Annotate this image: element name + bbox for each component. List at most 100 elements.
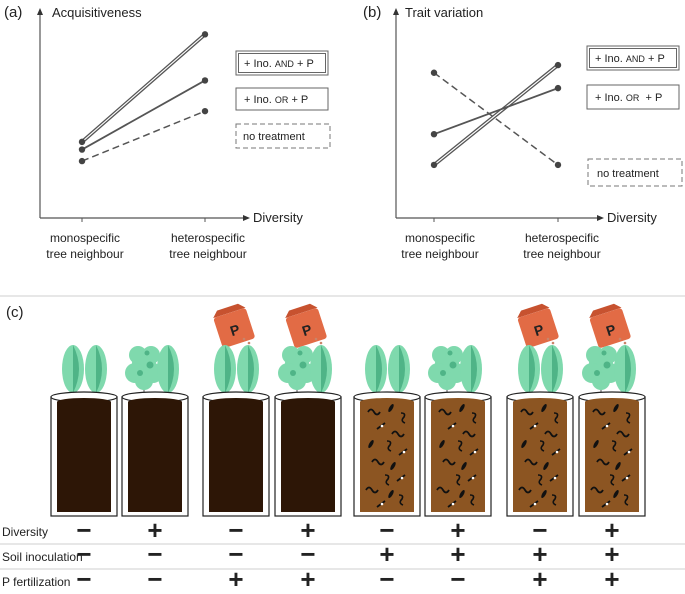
panel-a-series-double-point-hetero [201,31,209,38]
pot-4: P [274,303,342,517]
monospecific-trees [62,345,107,399]
panel-b: (b) Trait variation Diversity monospecif… [363,4,683,261]
heterospecific-trees [278,345,332,399]
panel-a: (a) Acquisitiveness Diversity monospecif… [4,4,331,261]
panel-b-ylabel: Trait variation [405,5,483,20]
sign-p-fertilization-pot-8: + [604,564,619,594]
treatment-table: Diversity Soil inoculation P fertilizati… [0,515,685,594]
panel-a-xlabel: Diversity [253,210,303,225]
panel-a-y-arrow [37,8,43,15]
panel-a-ylabel: Acquisitiveness [52,5,142,20]
panel-b-series-solid-point-mono [430,131,438,138]
panel-b-label: (b) [363,4,381,21]
sign-soil-inoculation-pot-6: + [450,539,465,569]
panel-b-x-arrow [597,215,604,221]
monospecific-trees [518,345,563,399]
panel-b-legend-or-text: + Ino. OR + P [595,92,662,104]
soil-sterile [57,402,111,512]
panel-a-cat-mono-2: tree neighbour [46,247,123,261]
pot-3: P [202,303,270,517]
panel-b-legend: + Ino. AND + P + Ino. OR + P no treatmen… [586,45,683,187]
panel-a-series-double-line [81,32,206,141]
fertilizer-p-box: P [285,303,327,348]
sign-p-fertilization-pot-6: − [450,564,465,594]
heterospecific-trees [125,345,179,399]
panel-a-series-solid-point-hetero [201,77,209,84]
soil-inoculated [360,402,414,512]
panel-a-x-arrow [243,215,250,221]
panel-b-cat-hetero-2: tree neighbour [523,247,600,261]
treatment-signs: −−−+−−−−++−+−+−++−−+++++ [76,515,619,594]
sign-diversity-pot-8: + [604,515,619,545]
panel-b-series-double-line [433,62,559,164]
sign-p-fertilization-pot-2: − [147,564,162,594]
panel-c-label: (c) [6,304,24,321]
panel-b-series-dashed-point-hetero [554,161,562,169]
pot-6 [424,345,492,517]
panel-b-series-solid-line [433,87,559,136]
sign-diversity-pot-2: + [147,515,162,545]
panel-b-xlabel: Diversity [607,210,657,225]
sign-soil-inoculation-pot-4: − [300,539,315,569]
panel-a-series-dashed-line [81,110,206,162]
panel-a-legend-none-box [235,123,331,149]
row-label-diversity: Diversity [2,525,48,539]
panel-b-legend-or-box [586,84,680,110]
heterospecific-trees [582,345,636,399]
panel-a-series-double-point-mono [78,138,86,146]
panel-a-series-dashed-point-mono [78,157,86,165]
panel-a-legend-and-text: + Ino. AND + P [244,58,314,70]
panel-b-cat-mono-2: tree neighbour [401,247,478,261]
soil-sterile [209,402,263,512]
panel-b-series [430,61,562,169]
sign-p-fertilization-pot-1: − [76,564,91,594]
fertilizer-p-box: P [589,303,631,348]
soil-sterile [281,402,335,512]
panel-a-series-dashed-point-hetero [201,107,209,115]
pot-5 [353,345,421,517]
pot-7: P [506,303,574,517]
soil-inoculated [585,402,639,512]
sign-diversity-pot-3: − [228,515,243,545]
row-label-soil-inoculation: Soil inoculation [2,550,83,564]
panel-b-legend-none-text: no treatment [597,168,659,180]
pot-2 [121,345,189,517]
sign-soil-inoculation-pot-1: − [76,539,91,569]
panel-b-legend-and-text: + Ino. AND + P [595,53,665,65]
panel-a-legend-none-text: no treatment [243,131,305,143]
panel-b-y-arrow [393,8,399,15]
sign-diversity-pot-7: − [532,515,547,545]
monospecific-trees [365,345,410,399]
panel-a-legend: + Ino. AND + P + Ino. OR + P no treatmen… [235,50,331,149]
sign-diversity-pot-1: − [76,515,91,545]
sign-soil-inoculation-pot-8: + [604,539,619,569]
panel-a-label: (a) [4,4,22,21]
sign-p-fertilization-pot-4: + [300,564,315,594]
panel-b-cat-hetero-1: heterospecific [525,231,599,245]
sign-diversity-pot-4: + [300,515,315,545]
soil-sterile [128,402,182,512]
monospecific-trees [214,345,259,399]
panel-a-series-double-line-inner [81,35,206,144]
panel-b-legend-none-box [587,158,683,187]
sign-p-fertilization-pot-3: + [228,564,243,594]
sign-p-fertilization-pot-5: − [379,564,394,594]
panel-a-legend-or-text: + Ino. OR + P [244,94,308,106]
panel-a-legend-or-box [235,87,329,111]
panel-b-series-double-point-mono [430,161,438,169]
pot-8: P [578,303,646,517]
panel-a-legend-and-box [235,50,329,76]
panel-b-series-dashed-point-mono [430,69,438,76]
panel-b-series-double-point-hetero [554,61,562,69]
panel-b-series-solid-point-hetero [554,84,562,92]
soil-inoculated [431,402,485,512]
fertilizer-p-box: P [213,303,255,348]
sign-soil-inoculation-pot-7: + [532,539,547,569]
panel-a-cat-mono-1: monospecific [50,231,120,245]
sign-p-fertilization-pot-7: + [532,564,547,594]
sign-soil-inoculation-pot-5: + [379,539,394,569]
panel-b-series-double-line-inner [433,66,559,168]
